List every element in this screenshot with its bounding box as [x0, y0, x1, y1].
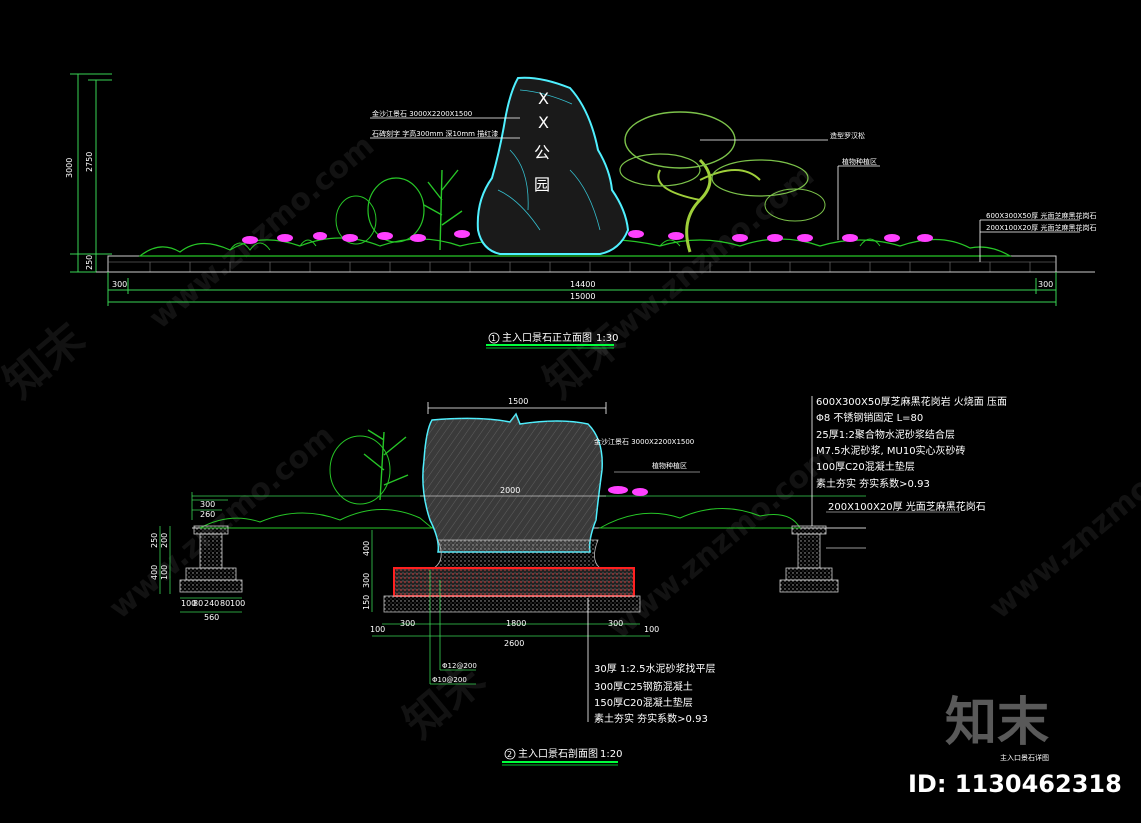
section-title-name: 主入口景石剖面图: [518, 747, 598, 760]
right-note-6: 素土夯实 夯实系数>0.93: [816, 477, 930, 490]
dim-d250: 250: [150, 533, 159, 548]
dim-w100b: 100: [644, 625, 659, 634]
label-plant-area: 植物种植区: [842, 157, 877, 166]
sheet-label: 主入口景石详图: [1000, 753, 1049, 762]
base-joints: [149, 262, 1031, 272]
svg-text:园: 园: [534, 175, 550, 194]
dim-w300b: 300: [608, 619, 623, 628]
label-curb-b: 200X100X20厚 光面芝麻黑花岗石: [986, 223, 1096, 232]
section-title-number: 2: [507, 750, 512, 759]
section-title-scale: 1:20: [600, 749, 622, 760]
dim-d260: 260: [200, 510, 215, 519]
elevation-stone: [476, 76, 630, 255]
rebar-b: Φ10@200: [432, 676, 467, 684]
elevation-leaders: [370, 117, 1080, 262]
watermark-site-5: www.znzmo.com: [983, 418, 1141, 626]
elevation-title-name: 主入口景石正立面图: [502, 331, 592, 344]
dim-b2: 80: [193, 599, 203, 608]
dim-b1: 100: [181, 599, 196, 608]
label-curb-a: 600X300X50厚 光面芝麻黑花岗石: [986, 211, 1096, 220]
section-width-dim: 2000: [500, 486, 520, 495]
elevation-drawing: 3000 2750 250: [65, 73, 1096, 349]
section-stone-spec: 金沙江景石 3000X2200X1500: [594, 437, 694, 446]
section-cushion: [383, 595, 641, 613]
dim-base: 250: [85, 255, 94, 270]
brand-logo: 知末: [945, 693, 1049, 753]
bottom-notes: 30厚 1:2.5水泥砂浆找平层 300厚C25钢筋混凝土 150厚C20混凝土…: [594, 662, 716, 725]
elevation-title-number: 1: [491, 334, 496, 343]
dim-right-edge: 300: [1038, 280, 1053, 289]
svg-text:公: 公: [534, 143, 550, 162]
elevation-vertical-dims: [70, 73, 112, 273]
elevation-title-scale: 1:30: [596, 333, 618, 344]
dim-w1800: 1800: [506, 619, 526, 628]
watermark-site-1: www.znzmo.com: [143, 128, 381, 336]
dim-h150: 150: [362, 595, 371, 610]
dim-d300: 300: [200, 500, 215, 509]
section-plant-label: 植物种植区: [652, 461, 687, 470]
dim-middle: 14400: [570, 280, 595, 289]
bottom-note-4: 素土夯实 夯实系数>0.93: [594, 712, 708, 725]
stone-text-1: X: [538, 89, 549, 108]
watermark-site-3: www.znzmo.com: [103, 418, 341, 626]
bottom-note-2: 300厚C25钢筋混凝土: [594, 680, 693, 693]
dim-d200: 200: [160, 533, 169, 548]
dim-height-total: 3000: [65, 158, 74, 178]
right-note-5: 100厚C20混凝土垫层: [816, 460, 915, 473]
svg-text:X: X: [538, 113, 549, 132]
dim-b4: 80: [220, 599, 230, 608]
right-note-1: 600X300X50厚芝麻黑花岗岩 火烧面 压面: [816, 395, 1007, 408]
dim-w300a: 300: [400, 619, 415, 628]
dim-d100: 100: [160, 565, 169, 580]
dim-b5: 100: [230, 599, 245, 608]
dim-h400: 400: [362, 541, 371, 556]
bottom-note-1: 30厚 1:2.5水泥砂浆找平层: [594, 662, 716, 675]
bottom-note-3: 150厚C20混凝土垫层: [594, 696, 693, 709]
label-lettering: 石碑刻字 字高300mm 深10mm 描红漆: [372, 129, 498, 138]
id-label: ID: 1130462318: [908, 770, 1122, 798]
elevation-title: 1 主入口景石正立面图 1:30: [486, 331, 618, 349]
right-note-4: M7.5水泥砂浆, MU10实心灰砂砖: [816, 444, 966, 457]
left-curb-detail: [179, 525, 243, 593]
right-notes: 600X300X50厚芝麻黑花岗岩 火烧面 压面 Φ8 不锈钢销固定 L=80 …: [816, 395, 1007, 513]
dim-b3: 240: [204, 599, 219, 608]
rebar-a: Φ12@200: [442, 662, 477, 670]
section-title: 2 主入口景石剖面图 1:20: [502, 747, 622, 766]
watermark-brand-1: 知末: [0, 313, 94, 409]
label-stone-spec: 金沙江景石 3000X2200X1500: [372, 109, 472, 118]
right-note-2: Φ8 不锈钢销固定 L=80: [816, 411, 923, 424]
dim-left-edge: 300: [112, 280, 127, 289]
dim-height-stone: 2750: [85, 152, 94, 172]
right-curb-detail: [779, 525, 866, 593]
right-note-3: 25厚1:2聚合物水泥砂浆结合层: [816, 428, 955, 441]
dim-w100a: 100: [370, 625, 385, 634]
section-footing: [393, 567, 635, 597]
dim-w2600: 2600: [504, 639, 524, 648]
dim-h300: 300: [362, 573, 371, 588]
section-top-dim: 1500: [508, 397, 528, 406]
curb-note: 200X100X20厚 光面芝麻黑花岗石: [828, 500, 986, 513]
elevation-horizontal-dims: [107, 272, 1057, 306]
dim-b-total: 560: [204, 613, 219, 622]
label-tree: 造型罗汉松: [830, 131, 865, 140]
section-drawing: 1500 2000 金沙江景石 3000X2200X1500 植物种植区: [150, 395, 1007, 766]
dim-d400: 400: [150, 565, 159, 580]
dim-overall: 15000: [570, 292, 595, 301]
